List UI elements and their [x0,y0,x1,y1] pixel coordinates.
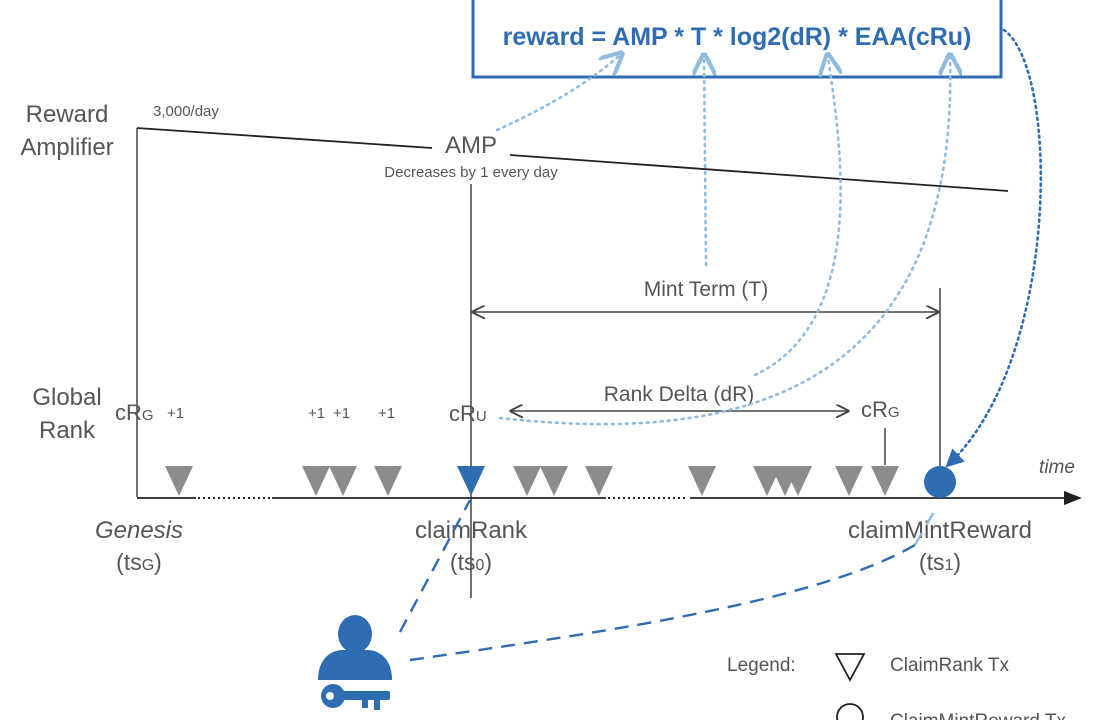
amp-decrease-note: Decreases by 1 every day [384,164,558,181]
plus-one-label: +1 [167,405,184,422]
rank-axis-label-line1: Global [32,384,101,411]
claimmint-tx-marker [924,466,956,498]
claimmint-timestamp: (ts1) [919,549,961,575]
claimrank-tx-marker [513,466,541,496]
formula-to-claimmint-connector [945,28,1042,468]
crg-right-label: cRG [861,397,900,422]
genesis-label: Genesis [95,517,183,544]
genesis-timestamp: (tsG) [116,549,162,575]
amp-to-formula-connector [495,55,620,132]
rank-axis-label-line2: Rank [39,417,96,444]
formula-connectors [495,55,950,426]
crg-left-label: cRG [115,400,154,425]
mint-term-label: Mint Term (T) [644,278,768,301]
amplifier-axis-label-line2: Amplifier [20,134,113,161]
claimrank-tx-marker [329,466,357,496]
legend: Legend: ClaimRank Tx ClaimMintReward Tx [727,653,1066,720]
legend-claimrank-label: ClaimRank Tx [890,655,1009,676]
plus-one-label: +1 [308,405,325,422]
claimrank-timestamp: (ts0) [450,549,492,575]
legend-title: Legend: [727,655,796,676]
cru-to-formula-connector [498,57,950,426]
amplifier-line-right [509,154,1009,192]
amplifier-section: Reward Amplifier 3,000/day AMP Decreases… [20,101,1009,192]
claimmint-label: claimMintReward [848,517,1032,544]
amplifier-line-left [136,127,433,149]
user-connectors [398,499,916,662]
cru-label: cRU [449,401,487,426]
amplifier-start-value: 3,000/day [153,103,219,120]
plus-one-label: +1 [333,405,350,422]
global-rank-section: Global Rank cRG +1 +1 +1 +1 cRU Rank Del… [32,383,900,465]
claimrank-tx-marker [835,466,863,496]
timeline: time Genesis (tsG) claimRank (ts0) claim… [95,457,1082,575]
legend-claimmint-label: ClaimMintReward Tx [890,711,1066,720]
claimrank-label: claimRank [415,517,528,544]
legend-claimrank-icon [834,653,866,682]
reward-formula: reward = AMP * T * log2(dR) * EAA(cRu) [503,23,972,51]
amp-label: AMP [445,132,497,159]
user-to-claimrank-connector [398,499,472,633]
claimrank-tx-marker-user [457,466,485,496]
time-label: time [1039,457,1075,478]
claimrank-tx-marker [688,466,716,496]
term-to-formula-connector [704,57,706,267]
rank-delta-label: Rank Delta (dR) [604,383,755,406]
claimrank-tx-marker [374,466,402,496]
user-with-key-icon [318,615,392,710]
claimrank-tx-marker [585,466,613,496]
claimrank-tx-marker [753,466,781,496]
plus-one-label: +1 [378,405,395,422]
legend-claimmint-icon [836,703,864,720]
claimrank-tx-marker [871,466,899,496]
rank-delta-to-formula-connector [753,57,841,377]
claimrank-tx-marker [165,466,193,496]
user-to-claimmint-connector-tail [913,509,937,546]
mint-term-section: Mint Term (T) [473,278,938,312]
formula-box: reward = AMP * T * log2(dR) * EAA(cRu) [471,0,1003,79]
claimrank-tx-marker [302,466,330,496]
amplifier-axis-label-line1: Reward [26,101,109,128]
claimrank-tx-marker [784,466,812,496]
user-to-claimmint-connector [409,543,916,662]
claimrank-tx-marker [540,466,568,496]
